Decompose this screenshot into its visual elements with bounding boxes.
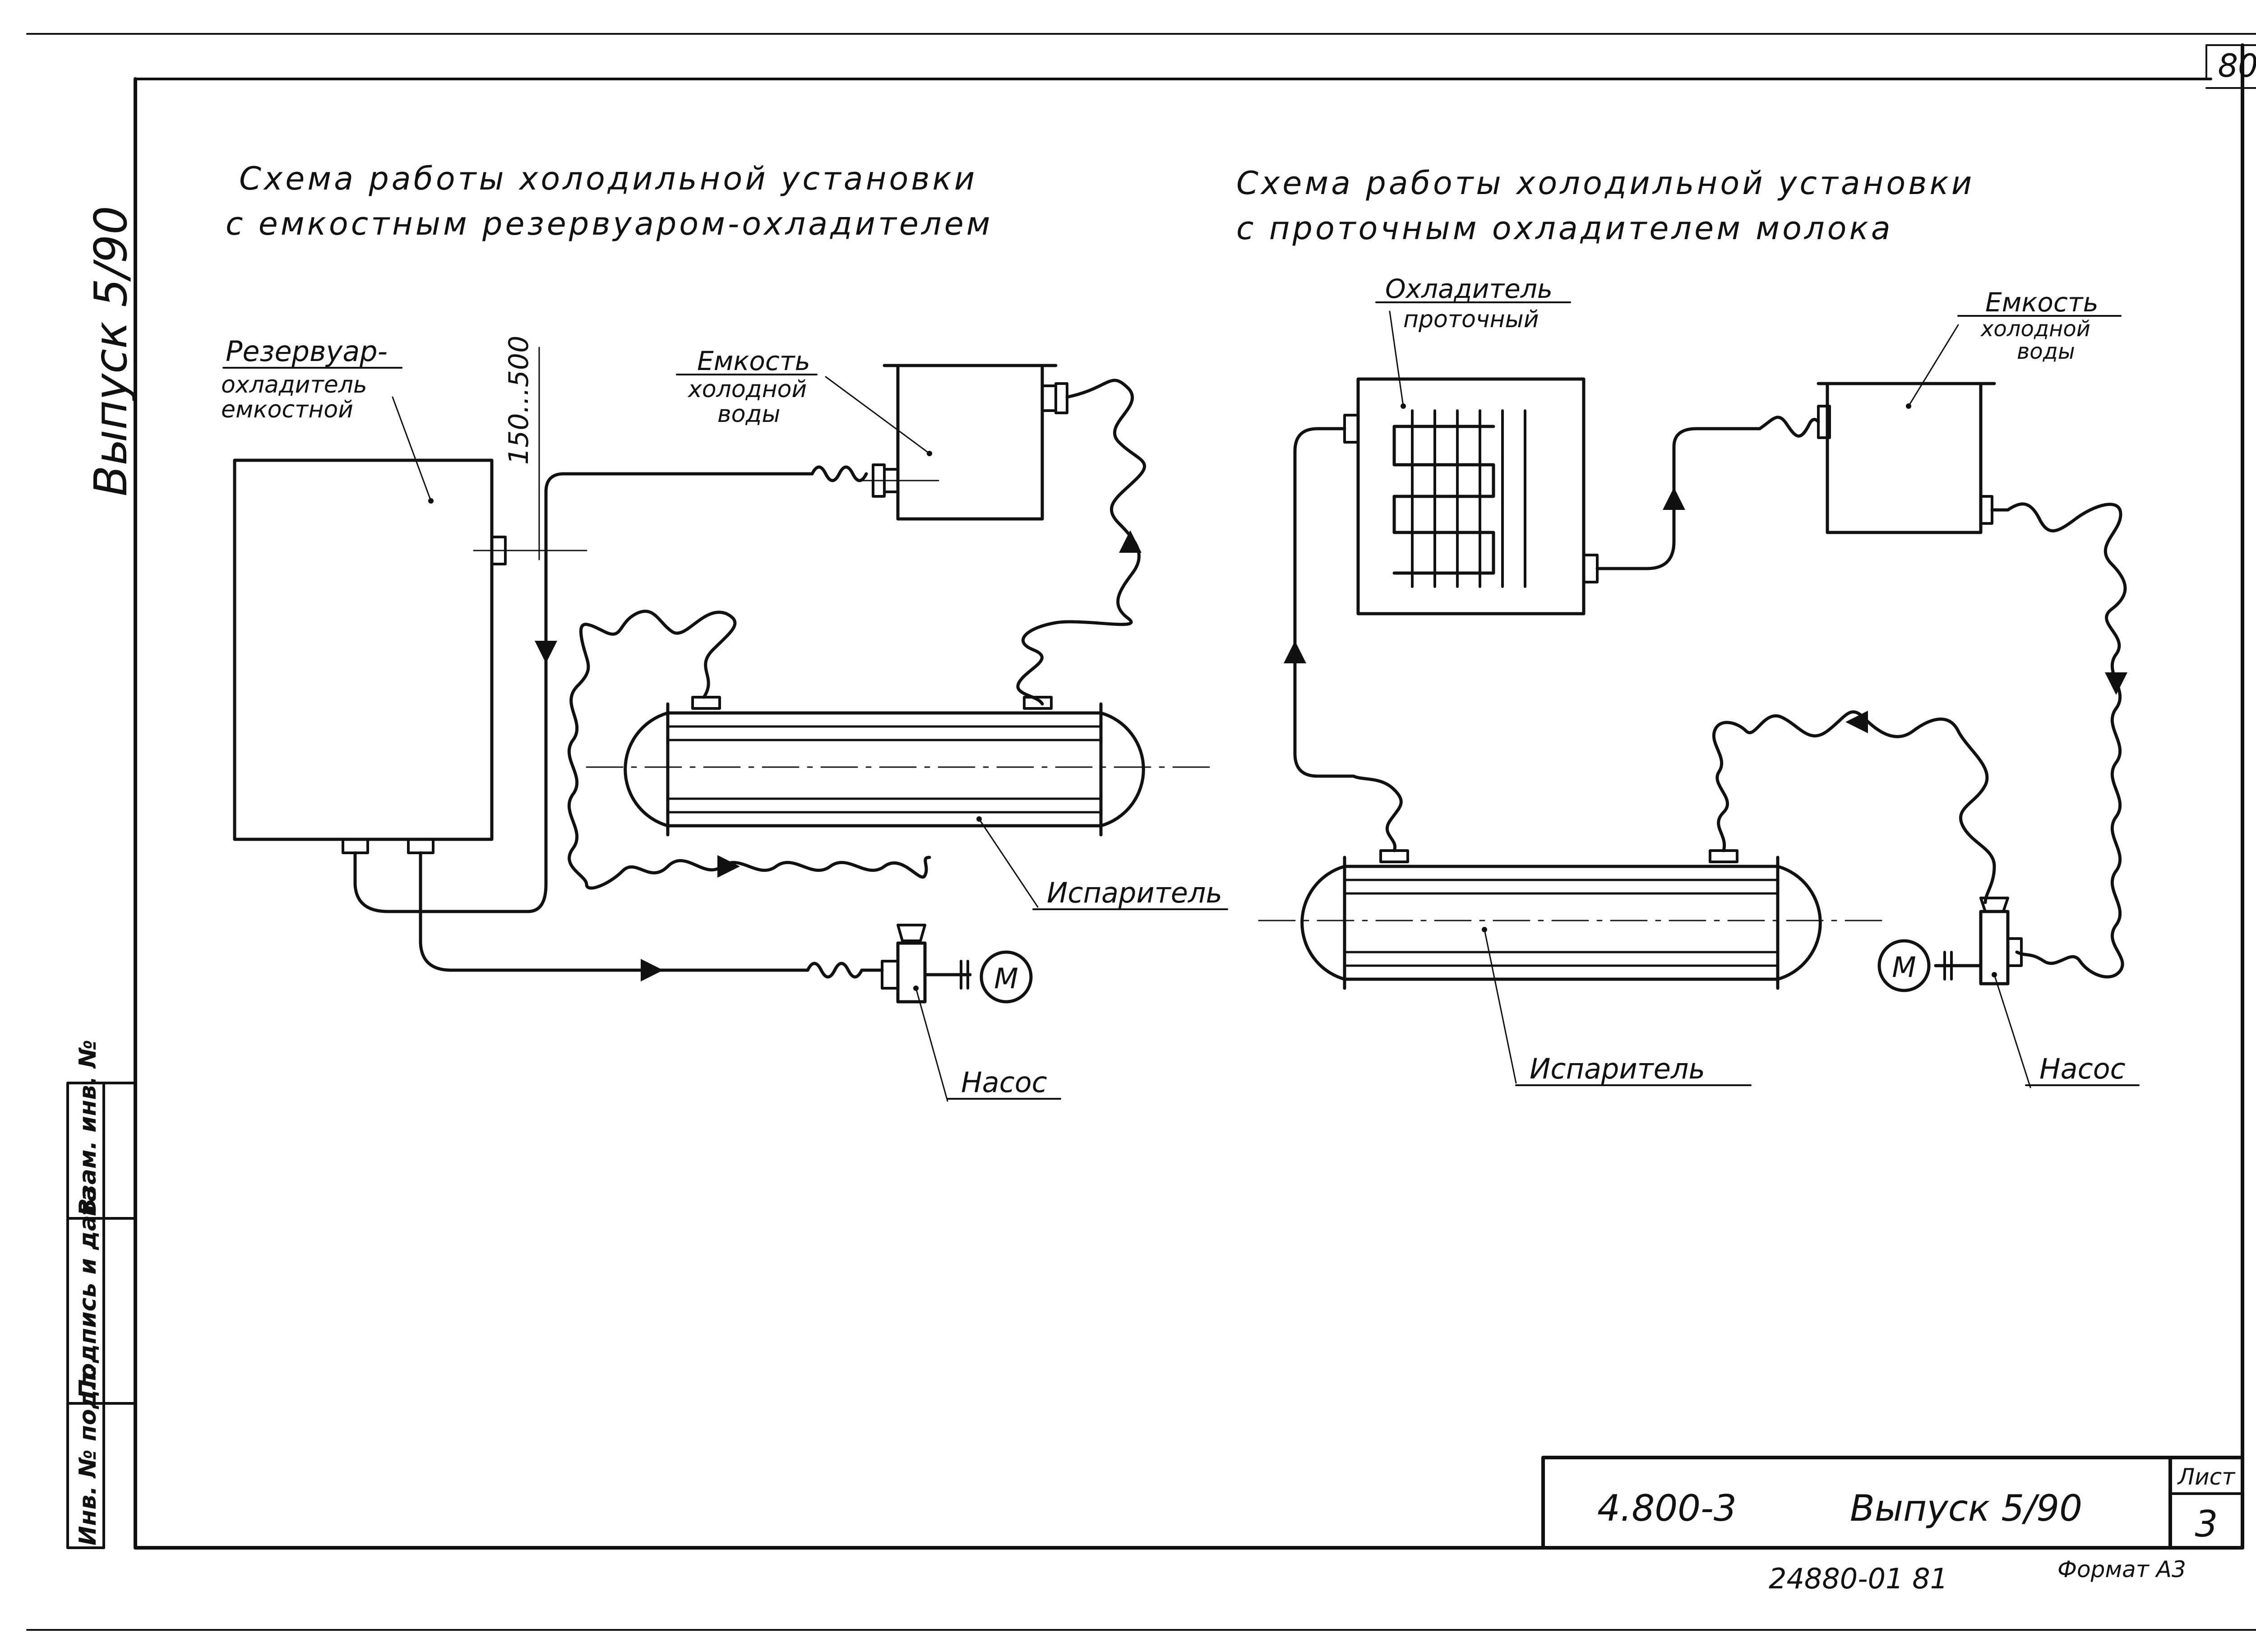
right-pump-label: Насос — [2039, 1052, 2126, 1085]
title-block — [1541, 1456, 2244, 1550]
pump-left — [881, 924, 972, 1102]
stamp-column — [66, 1082, 137, 1549]
stamp-replace-inv: Взам. инв. № — [74, 1040, 102, 1216]
side-issue-label: Выпуск 5/90 — [84, 206, 137, 496]
motor-right — [1877, 939, 1931, 992]
left-title-line2: с емкостным резервуаром-охладителем — [226, 205, 993, 242]
right-evaporator-label: Испаритель — [1530, 1052, 1705, 1085]
left-tank-label-line2: холодной — [687, 376, 807, 403]
right-title-line2: с проточным охладителем молока — [1236, 210, 1893, 247]
flow-arrow — [1284, 641, 1306, 663]
flow-cooler — [1343, 310, 1599, 615]
sheet-number: 3 — [2195, 1503, 2218, 1545]
flow-arrow — [1845, 711, 1868, 733]
sheet-caption: Лист — [2177, 1464, 2236, 1490]
stamp-signature-date: Подпись и дата — [74, 1186, 102, 1399]
sheet-format: Формат А3 — [2057, 1556, 2186, 1583]
evaporator-left — [586, 696, 1219, 908]
document-code: 4.800-3 — [1597, 1487, 1737, 1529]
motor-left — [980, 950, 1033, 1004]
left-tank-label-line3: воды — [717, 401, 780, 428]
flow-arrow — [535, 641, 557, 663]
cold-water-tank-right — [1817, 324, 1996, 534]
flow-arrow — [717, 855, 740, 878]
cold-water-tank-left — [825, 364, 1068, 521]
sheet-frame — [134, 43, 2256, 1550]
stamp-inv-number: Инв. № подл. — [74, 1364, 102, 1546]
corner-number: 80 — [2218, 47, 2256, 84]
flow-arrow — [2105, 672, 2127, 695]
right-tank-label-line3: воды — [2017, 339, 2075, 364]
right-title-line1: Схема работы холодильной установки — [1236, 165, 1974, 202]
left-motor-label: М — [994, 962, 1018, 995]
left-evaporator-label: Испаритель — [1047, 876, 1222, 909]
archive-number: 24880-01 81 — [1769, 1562, 1948, 1595]
cooler-label-line2: проточный — [1403, 306, 1539, 333]
pump-right — [1934, 897, 2031, 1088]
dimension-label: 150...500 — [503, 336, 535, 465]
right-tank-label-line2: холодной — [1980, 316, 2090, 342]
left-title-line1: Схема работы холодильной установки — [239, 160, 977, 197]
evaporator-right — [1258, 849, 1887, 1084]
flow-arrow — [641, 959, 663, 981]
document-issue: Выпуск 5/90 — [1850, 1487, 2082, 1529]
left-pump-label: Насос — [961, 1066, 1047, 1099]
right-motor-label: М — [1892, 951, 1916, 984]
flow-arrow — [1663, 487, 1685, 510]
cooler-label-line1: Охладитель — [1385, 273, 1553, 304]
reservoir-cooler — [233, 396, 587, 854]
right-tank-label-line1: Емкость — [1985, 287, 2099, 318]
left-tank-label-line1: Емкость — [697, 346, 810, 376]
reservoir-label-line3: емкостной — [221, 396, 353, 423]
reservoir-label-line2: охладитель — [221, 371, 367, 398]
reservoir-label-line1: Резервуар- — [226, 335, 388, 368]
flow-arrow — [1119, 530, 1142, 553]
